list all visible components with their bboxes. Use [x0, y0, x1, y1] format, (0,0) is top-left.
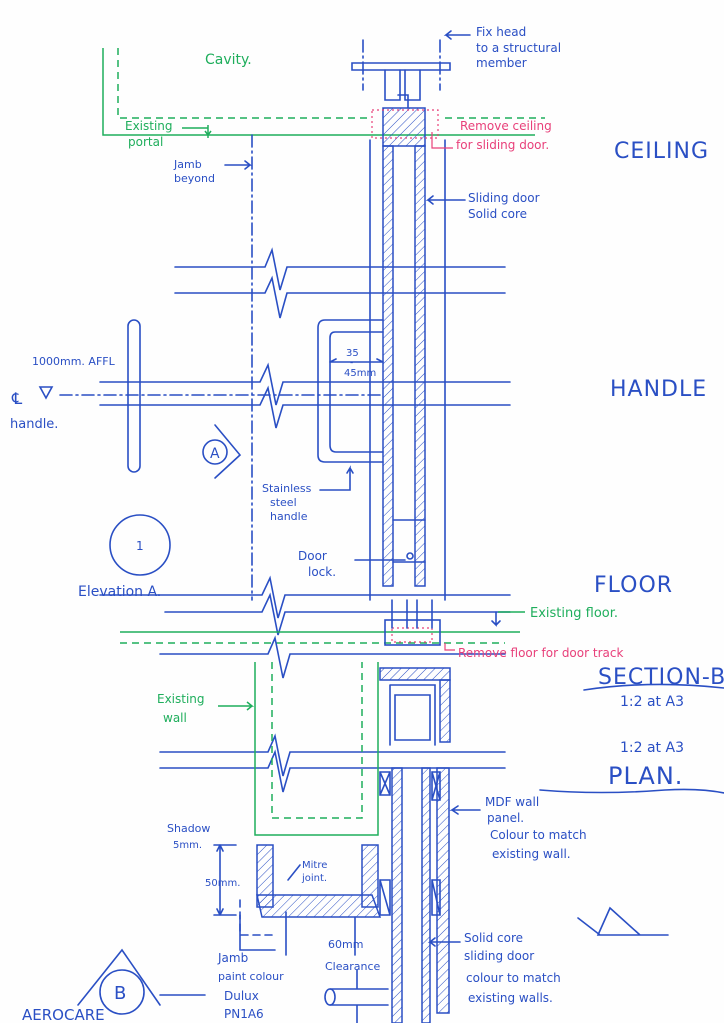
handle-section [317, 319, 384, 463]
sliding-door-2: Solid core [468, 207, 527, 221]
section-marker-b [77, 948, 206, 1015]
section-cut-arrow [577, 906, 669, 936]
ceiling-heading: CEILING [614, 139, 709, 164]
fix-head-note-2: to a structural [476, 41, 561, 55]
clearance-1: 60mm [328, 938, 363, 951]
handle-heading: HANDLE [610, 377, 707, 402]
elevation-circle [109, 514, 171, 576]
plan-break-lines [159, 635, 506, 793]
stainless-3: handle [270, 510, 308, 523]
mdf-2: panel. [487, 811, 524, 825]
section-marker-a [202, 424, 242, 479]
fix-head-note-1: Fix head [476, 25, 526, 39]
section-title-underline [583, 683, 724, 691]
handle-dim-2: 45mm [344, 368, 376, 379]
leader-lines [182, 30, 525, 947]
stainless-2: steel [270, 496, 297, 509]
jamb-beyond-2: beyond [174, 172, 215, 185]
elevation-label: Elevation A. [78, 584, 161, 600]
existing-portal-1: Existing [125, 119, 173, 133]
remove-ceiling-2: for sliding door. [456, 138, 549, 152]
jamb-plan [213, 844, 389, 1023]
handle-label: handle. [10, 417, 58, 432]
plan-title: PLAN. [608, 762, 683, 790]
jamb-paint-2: paint colour [218, 970, 284, 983]
solid-core-4: existing walls. [468, 991, 553, 1005]
footer-text: AEROCARE [22, 1006, 105, 1023]
elevation-circle-number: 1 [136, 539, 144, 553]
elevation-marker-letter: A [210, 446, 220, 462]
jamb-paint-1: Jamb [217, 951, 248, 965]
centerline-symbol: ℄ [11, 389, 23, 408]
jamb-paint-4: PN1A6 [224, 1007, 264, 1021]
floor-lines [120, 599, 520, 646]
plan-scale: 1:2 at A3 [620, 740, 684, 756]
mdf-3: Colour to match [490, 828, 587, 842]
stainless-1: Stainless [262, 482, 312, 495]
sliding-door-leaves [369, 139, 446, 601]
existing-wall-2: wall [163, 711, 187, 725]
existing-wall-plan [254, 662, 379, 836]
cavity-label: Cavity. [205, 52, 252, 68]
shadow-1: Shadow [167, 822, 210, 835]
handle-dim-sep: - [350, 358, 353, 368]
plan-title-underline [539, 788, 724, 794]
remove-floor: Remove floor for door track [458, 646, 623, 660]
level-triangle [38, 386, 54, 400]
mdf-1: MDF wall [485, 795, 539, 809]
solid-core-2: sliding door [464, 949, 534, 963]
mdf-4: existing wall. [492, 847, 571, 861]
handle-elevation [127, 319, 141, 473]
door-pocket-plan [379, 667, 451, 1023]
floor-heading: FLOOR [594, 573, 673, 598]
existing-floor: Existing floor. [530, 606, 618, 621]
solid-core-1: Solid core [464, 931, 523, 945]
section-title: SECTION-B. [598, 665, 724, 690]
solid-core-3: colour to match [466, 971, 561, 985]
existing-portal-2: portal [128, 135, 163, 149]
clearance-2: Clearance [325, 960, 381, 973]
dim-50: 50mm. [205, 878, 240, 889]
break-lines [59, 247, 511, 636]
section-scale: 1:2 at A3 [620, 694, 684, 710]
door-head-track [351, 39, 451, 147]
handle-dim-1: 35 [346, 348, 359, 359]
shadow-2: 5mm. [173, 840, 202, 851]
jamb-beyond-1: Jamb [173, 158, 202, 171]
jamb-paint-3: Dulux [224, 989, 259, 1003]
handle-height: 1000mm. AFFL [32, 355, 116, 368]
door-lock-2: lock. [308, 565, 336, 579]
remove-ceiling-1: Remove ceiling [460, 119, 552, 133]
section-marker-letter: B [114, 983, 126, 1004]
fix-head-note-3: member [476, 56, 527, 70]
existing-wall-1: Existing [157, 692, 205, 706]
sliding-door-1: Sliding door [468, 191, 540, 205]
door-lock-1: Door [298, 549, 327, 563]
mitre-2: joint. [301, 873, 327, 884]
mitre-1: Mitre [302, 860, 327, 871]
